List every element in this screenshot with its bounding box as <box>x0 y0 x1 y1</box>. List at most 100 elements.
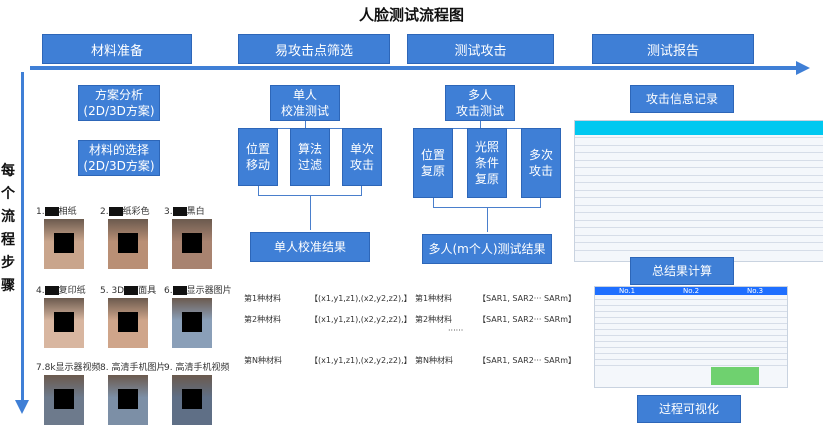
material-label-prefix: 4. <box>36 286 45 296</box>
phase-material-prep: 材料准备 <box>42 34 192 64</box>
material-label: 1.相纸 <box>36 204 77 217</box>
single-row-value: 【(x1,y1,z1),(x2,y2,z2),】 <box>310 315 412 324</box>
table-row <box>595 347 787 348</box>
multi-row-value: 【SAR1, SAR2··· SARm】 <box>478 294 577 303</box>
table-row <box>575 137 823 138</box>
material-label: 8. 高清手机图片 <box>100 360 165 373</box>
face-redaction <box>54 233 74 253</box>
table-header-band <box>575 121 823 135</box>
timeline-arrow <box>30 66 800 70</box>
table-row <box>575 159 823 161</box>
attack-log-box: 攻击信息记录 <box>630 85 734 113</box>
material-photo <box>108 298 148 348</box>
connector <box>433 198 541 208</box>
table-row <box>595 299 787 300</box>
summary-total-cell <box>711 367 759 385</box>
material-label: 5. 3D 面具 <box>100 283 156 296</box>
material-photo <box>44 298 84 348</box>
table-row <box>595 359 787 360</box>
connector <box>258 186 362 196</box>
material-label-prefix: 8. 高清手机图片 <box>100 363 166 373</box>
table-row <box>595 305 787 306</box>
redaction-block <box>44 286 59 295</box>
multi-row-label: 第2种材料 <box>415 315 453 324</box>
table-row <box>575 227 823 228</box>
side-label: 每个流程步骤 <box>1 163 15 294</box>
redaction-block <box>124 286 139 295</box>
table-row <box>595 341 787 342</box>
material-label: 7.8k显示器视频 <box>36 360 101 373</box>
summary-box: 总结果计算 <box>630 257 734 285</box>
material-label-suffix: 纸彩色 <box>122 207 150 217</box>
table-row <box>575 189 823 191</box>
page-title: 人脸测试流程图 <box>358 6 464 24</box>
ellipsis: ······ <box>448 326 464 335</box>
single-row-label: 第1种材料 <box>244 294 282 303</box>
face-redaction <box>118 389 138 409</box>
single-row-label: 第2种材料 <box>244 315 282 324</box>
single-sub-position: 位置 移动 <box>238 128 278 186</box>
summary-head: No.3 <box>723 287 787 295</box>
material-photo <box>108 219 148 269</box>
table-row <box>575 174 823 176</box>
table-row <box>575 204 823 206</box>
summary-head: No.1 <box>595 287 659 295</box>
table-row <box>575 242 823 243</box>
material-label: 3. 黑白 <box>164 204 205 217</box>
material-label-prefix: 6. <box>164 286 173 296</box>
material-label-prefix: 2. <box>100 207 109 217</box>
material-label-prefix: 9. 高清手机视频 <box>164 363 230 373</box>
multi-result-box: 多人(m个人)测试结果 <box>422 234 552 264</box>
material-label: 6. 显示器图片 <box>164 283 232 296</box>
material-label-prefix: 5. 3D <box>100 286 125 296</box>
step-arrow-head <box>15 400 29 414</box>
table-row <box>595 365 787 366</box>
table-row <box>595 329 787 330</box>
material-label-suffix: 显示器图片 <box>186 286 232 296</box>
material-photo <box>44 219 84 269</box>
material-label-prefix: 3. <box>164 207 173 217</box>
table-row <box>575 197 823 198</box>
table-row <box>575 249 823 251</box>
material-label-suffix: 复印纸 <box>58 286 86 296</box>
connector <box>487 208 488 232</box>
table-row <box>595 317 787 318</box>
single-sub-attack: 单次 攻击 <box>342 128 382 186</box>
single-row-value: 【(x1,y1,z1),(x2,y2,z2),】 <box>310 356 412 365</box>
connector <box>305 121 306 128</box>
face-redaction <box>54 312 74 332</box>
table-row <box>575 212 823 213</box>
phase-vulnerability-screening: 易攻击点筛选 <box>238 34 390 64</box>
table-row <box>595 353 787 354</box>
timeline-arrow-head <box>796 61 810 75</box>
material-label: 4. 复印纸 <box>36 283 86 296</box>
redaction-block <box>44 207 59 216</box>
table-row <box>575 182 823 183</box>
table-row <box>575 144 823 146</box>
single-calibration-box: 单人 校准测试 <box>270 85 340 121</box>
summary-head: No.2 <box>659 287 723 295</box>
material-photo <box>108 375 148 425</box>
table-row <box>595 323 787 324</box>
connector <box>310 196 311 230</box>
table-row <box>575 234 823 236</box>
step-arrow <box>21 72 24 402</box>
redaction-block <box>108 207 123 216</box>
summary-table: No.1 No.2 No.3 <box>594 286 788 388</box>
face-redaction <box>182 312 202 332</box>
face-redaction <box>54 389 74 409</box>
material-photo <box>44 375 84 425</box>
phase-test-report: 测试报告 <box>592 34 754 64</box>
single-result-box: 单人校准结果 <box>250 232 370 262</box>
table-row <box>575 152 823 153</box>
table-row <box>575 167 823 168</box>
material-label-prefix: 1. <box>36 207 45 217</box>
material-selection-box: 材料的选择 (2D/3D方案) <box>78 140 160 176</box>
material-label-suffix: 黑白 <box>186 207 205 217</box>
visualization-box: 过程可视化 <box>637 395 741 423</box>
phase-test-attack: 测试攻击 <box>407 34 554 64</box>
table-row <box>595 335 787 336</box>
material-photo <box>172 298 212 348</box>
material-label-suffix: 面具 <box>138 286 157 296</box>
face-redaction <box>182 389 202 409</box>
